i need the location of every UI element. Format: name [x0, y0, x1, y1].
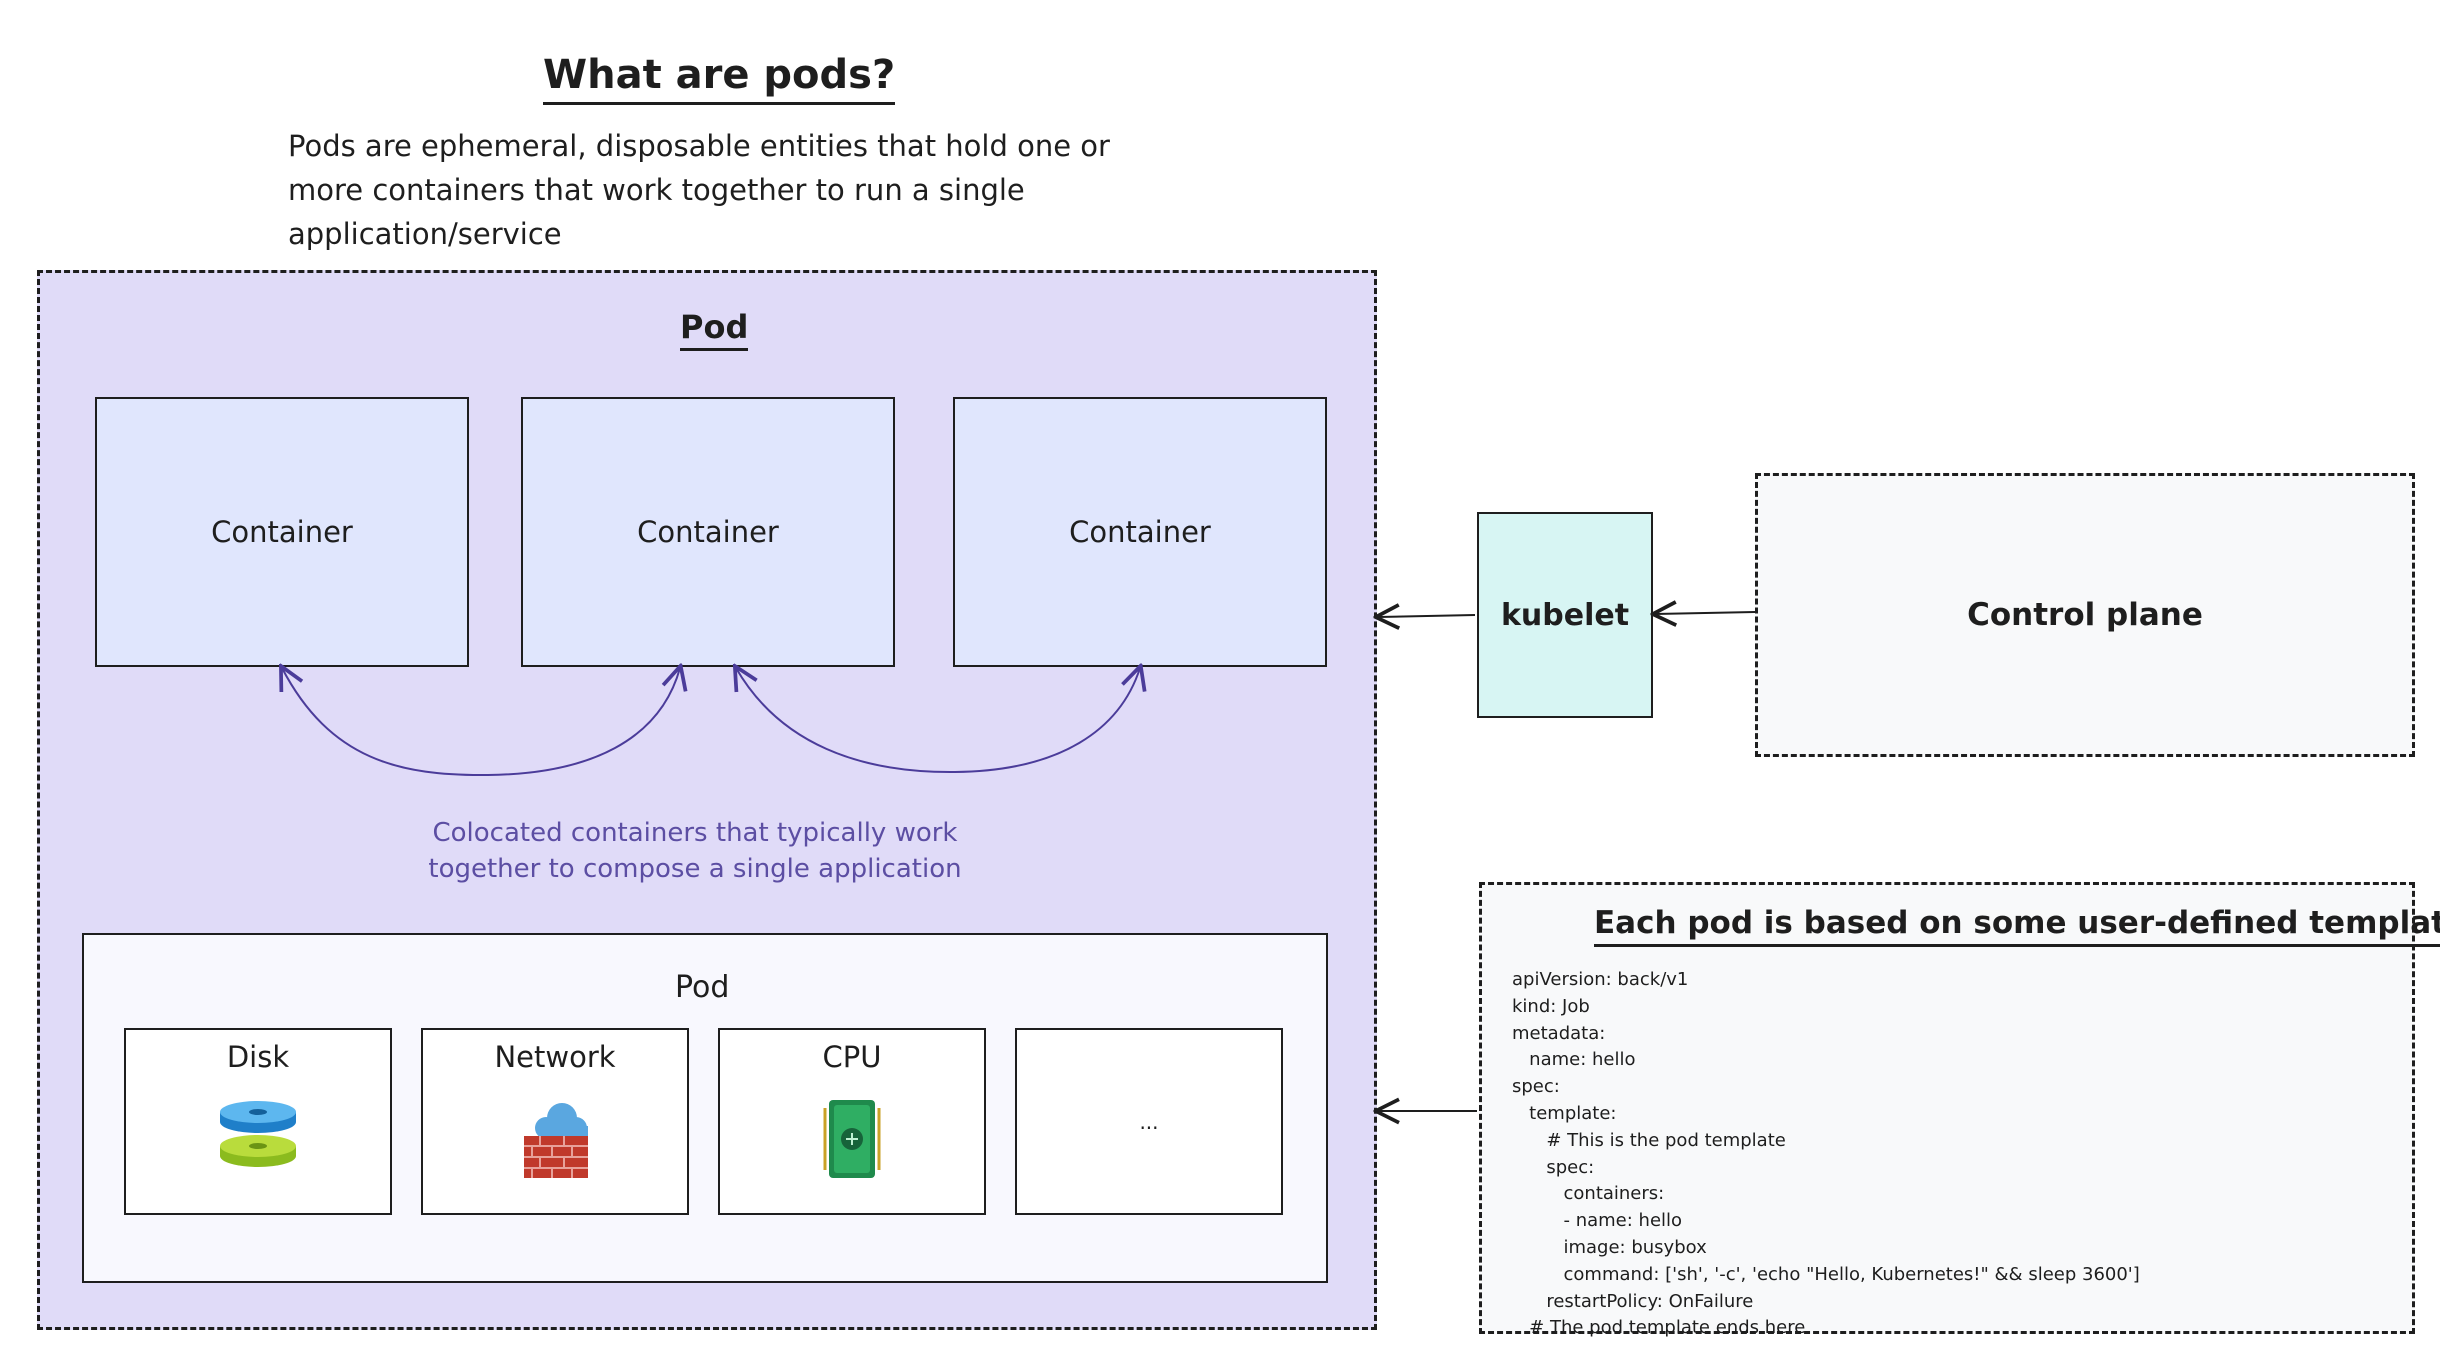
container-3: Container	[953, 397, 1327, 667]
resource-network: Network	[421, 1028, 689, 1215]
container-2: Container	[521, 397, 895, 667]
colocation-arc-1	[282, 668, 680, 777]
resource-cpu: CPU	[718, 1028, 986, 1215]
pod-label: Pod	[680, 308, 749, 351]
pod-description: Pods are ephemeral, disposable entities …	[288, 129, 1110, 251]
template-yaml: apiVersion: back/v1 kind: Job metadata: …	[1512, 969, 2140, 1339]
control-plane-box: Control plane	[1755, 473, 2415, 757]
container-label: Container	[211, 515, 353, 549]
cpu-chip-icon	[823, 1100, 881, 1178]
template-title: Each pod is based on some user-defined t…	[1594, 905, 2440, 947]
kubelet-to-pod-arrow	[1378, 615, 1476, 617]
resource-disk: Disk	[124, 1028, 392, 1215]
resource-label: Disk	[226, 1040, 290, 1074]
control-to-kubelet-arrow	[1655, 612, 1756, 614]
page-title: What are pods?	[543, 52, 896, 105]
kubelet-label: kubelet	[1500, 597, 1630, 633]
resource-label: CPU	[822, 1040, 882, 1074]
template-box	[1479, 882, 2415, 1334]
inner-pod-label: Pod	[675, 970, 730, 1005]
network-firewall-icon	[524, 1103, 588, 1178]
container-label: Container	[1069, 515, 1211, 549]
resource-placeholder: ...	[1139, 1110, 1159, 1134]
colocation-arc-2	[736, 668, 1140, 774]
resource-more: ...	[1015, 1028, 1283, 1215]
colocated-caption: Colocated containers that typically work…	[428, 818, 962, 884]
disk-icon	[220, 1101, 296, 1167]
control-plane-label: Control plane	[1967, 597, 2203, 633]
resource-label: Network	[494, 1040, 616, 1074]
container-label: Container	[637, 515, 779, 549]
container-1: Container	[95, 397, 469, 667]
